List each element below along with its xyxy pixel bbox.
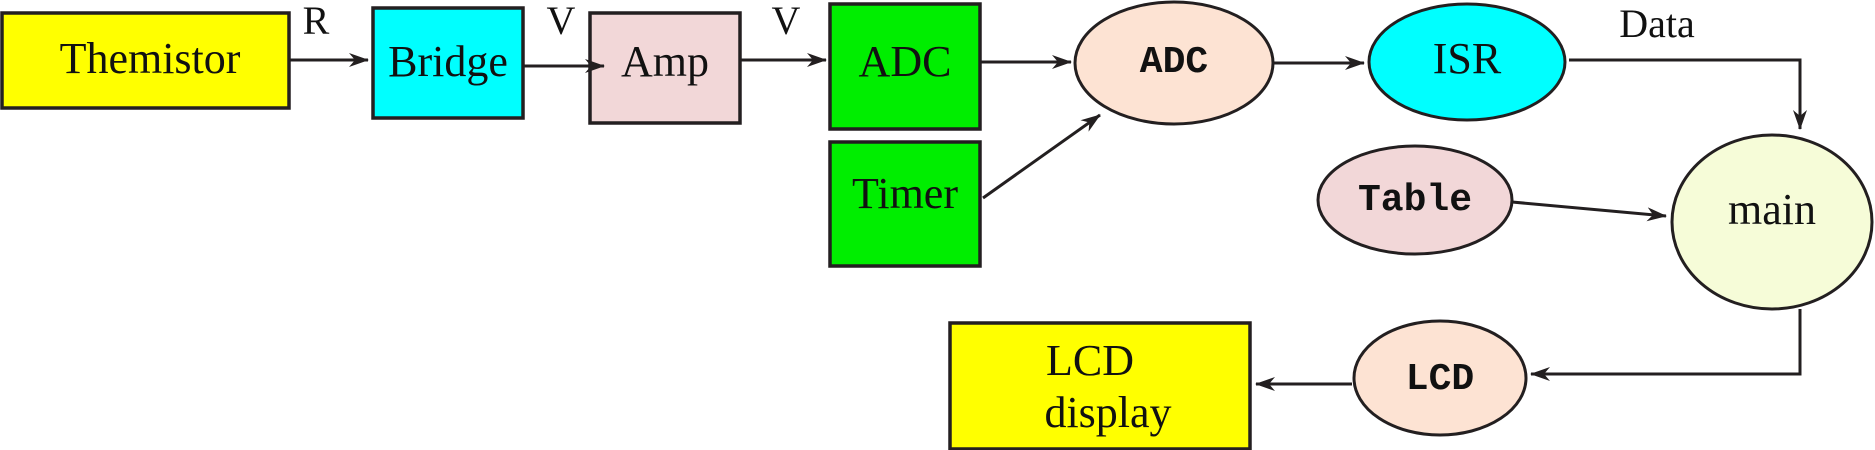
bridge-label: Bridge	[388, 37, 508, 86]
adc-software-node: ADC	[1073, 0, 1275, 126]
amp-box	[588, 11, 742, 125]
timer-node: Timer	[828, 140, 982, 268]
isr-ellipse	[1367, 2, 1567, 122]
table-label: Table	[1358, 179, 1472, 222]
thermistor-label: Themistor	[60, 34, 241, 83]
adc-software-label: ADC	[1140, 41, 1208, 84]
timer-box	[828, 140, 982, 268]
main-ellipse	[1670, 133, 1874, 311]
lcd-display-label-line2: display	[1044, 388, 1171, 437]
arrow-timer-to-adc-software	[982, 113, 1101, 200]
edge-label-data: Data	[1619, 1, 1695, 46]
lcd-software-node: LCD	[1352, 319, 1528, 437]
isr-node: ISR	[1367, 2, 1567, 122]
lcd-software-ellipse	[1352, 319, 1528, 437]
lcd-software-label: LCD	[1406, 358, 1474, 401]
timer-label: Timer	[852, 169, 958, 218]
amp-label: Amp	[621, 37, 709, 86]
table-ellipse	[1316, 144, 1514, 256]
bridge-node: Bridge	[371, 6, 525, 120]
lcd-display-box	[948, 321, 1252, 450]
adc-hardware-label: ADC	[859, 37, 952, 86]
edge-label-v-bridge-amp: V	[547, 0, 576, 43]
amp-node: Amp	[588, 11, 742, 125]
main-label: main	[1728, 185, 1816, 234]
arrow-main-to-lcd-software	[1530, 309, 1802, 381]
edge-label-r: R	[303, 0, 330, 43]
arrow-isr-to-main	[1569, 58, 1807, 130]
main-node: main	[1670, 133, 1874, 311]
thermistor-node: Themistor	[0, 11, 291, 110]
adc-hardware-box	[828, 2, 982, 131]
adc-hardware-node: ADC	[828, 2, 982, 131]
isr-label: ISR	[1433, 34, 1502, 83]
lcd-display-node: LCD display	[948, 321, 1252, 450]
table-node: Table	[1316, 144, 1514, 256]
lcd-display-label-line1: LCD	[1046, 336, 1134, 385]
arrow-table-to-main	[1511, 200, 1667, 222]
thermistor-box	[0, 11, 291, 110]
edge-label-v-amp-adc: V	[772, 0, 801, 43]
bridge-box	[371, 6, 525, 120]
